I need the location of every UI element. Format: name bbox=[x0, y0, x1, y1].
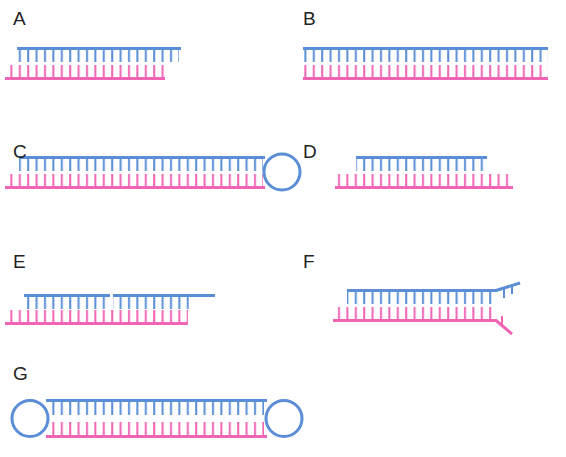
duplex-e bbox=[5, 294, 215, 325]
panel-letter: C bbox=[13, 142, 27, 161]
duplex-a bbox=[5, 47, 181, 80]
panel-letter: E bbox=[13, 252, 26, 271]
duplex-b bbox=[303, 47, 548, 80]
duplex-g bbox=[12, 399, 302, 438]
duplex-f bbox=[333, 283, 520, 334]
duplex-d bbox=[335, 156, 513, 189]
duplex-c bbox=[5, 154, 300, 190]
panel-letter: G bbox=[13, 364, 28, 383]
panel-letter: F bbox=[303, 252, 315, 271]
panel-letter: D bbox=[303, 142, 317, 161]
panel-letter: A bbox=[13, 9, 26, 28]
panel-letter: B bbox=[303, 9, 316, 28]
